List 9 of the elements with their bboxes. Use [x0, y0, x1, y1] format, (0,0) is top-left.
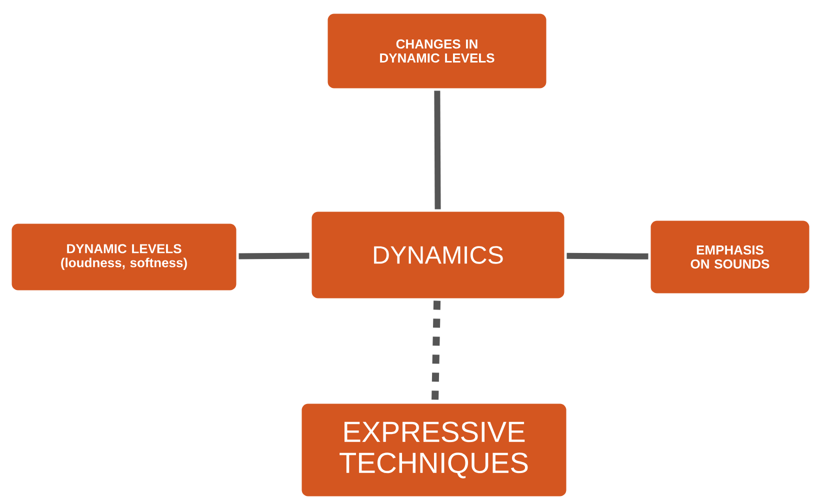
connector-line	[432, 300, 441, 402]
topic-box: DYNAMICS	[310, 210, 566, 300]
topic-box: CHANGES IN DYNAMIC LEVELS	[326, 12, 548, 90]
connector-line	[434, 90, 441, 210]
connector-line	[566, 252, 648, 260]
topic-box: EMPHASIS ON SOUNDS	[649, 219, 811, 295]
topic-box: DYNAMIC LEVELS (loudness, softness)	[10, 222, 238, 292]
connector-line	[238, 252, 310, 260]
topic-box: EXPRESSIVE TECHNIQUES	[300, 402, 568, 498]
